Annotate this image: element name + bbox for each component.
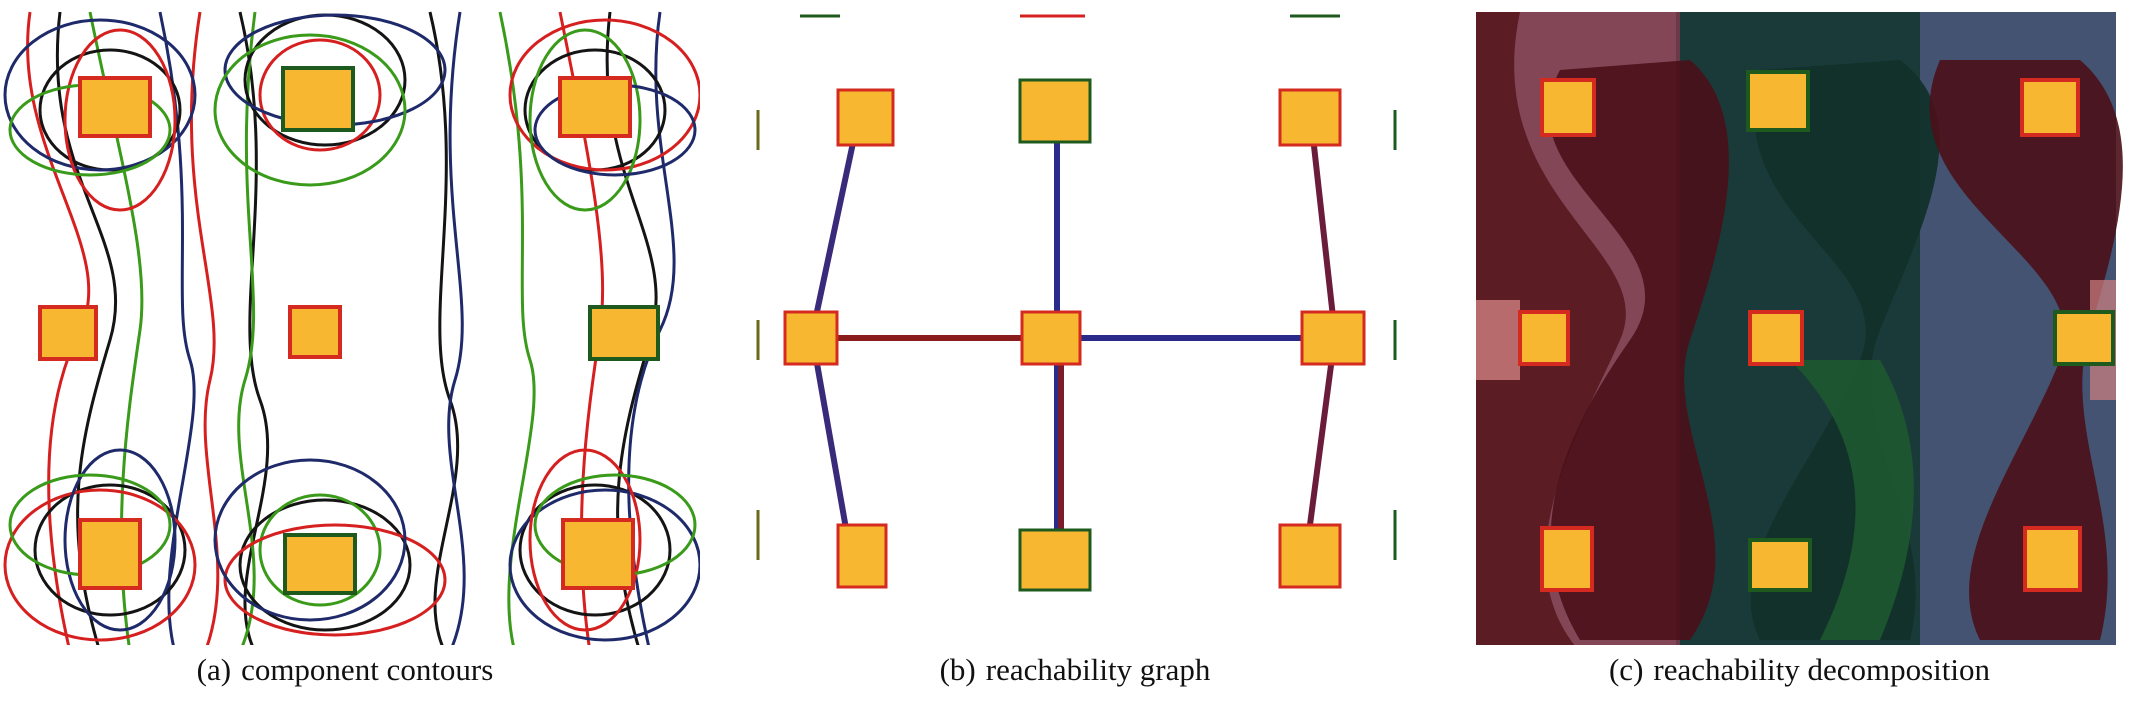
caption-component-contours: (a)component contours [196,652,494,687]
panel-component-contours: (a)component contours [0,0,700,711]
panel-reachability-graph: (b)reachability graph [740,0,1420,711]
graph-plot [756,14,1397,592]
contour-plot [3,11,700,645]
decomposition-plot [1476,12,2123,645]
panel-reachability-decomposition: (c)reachability decomposition [1460,0,2149,711]
caption-reachability-decomposition: (c)reachability decomposition [1608,652,1990,687]
caption-reachability-graph: (b)reachability graph [939,652,1211,687]
